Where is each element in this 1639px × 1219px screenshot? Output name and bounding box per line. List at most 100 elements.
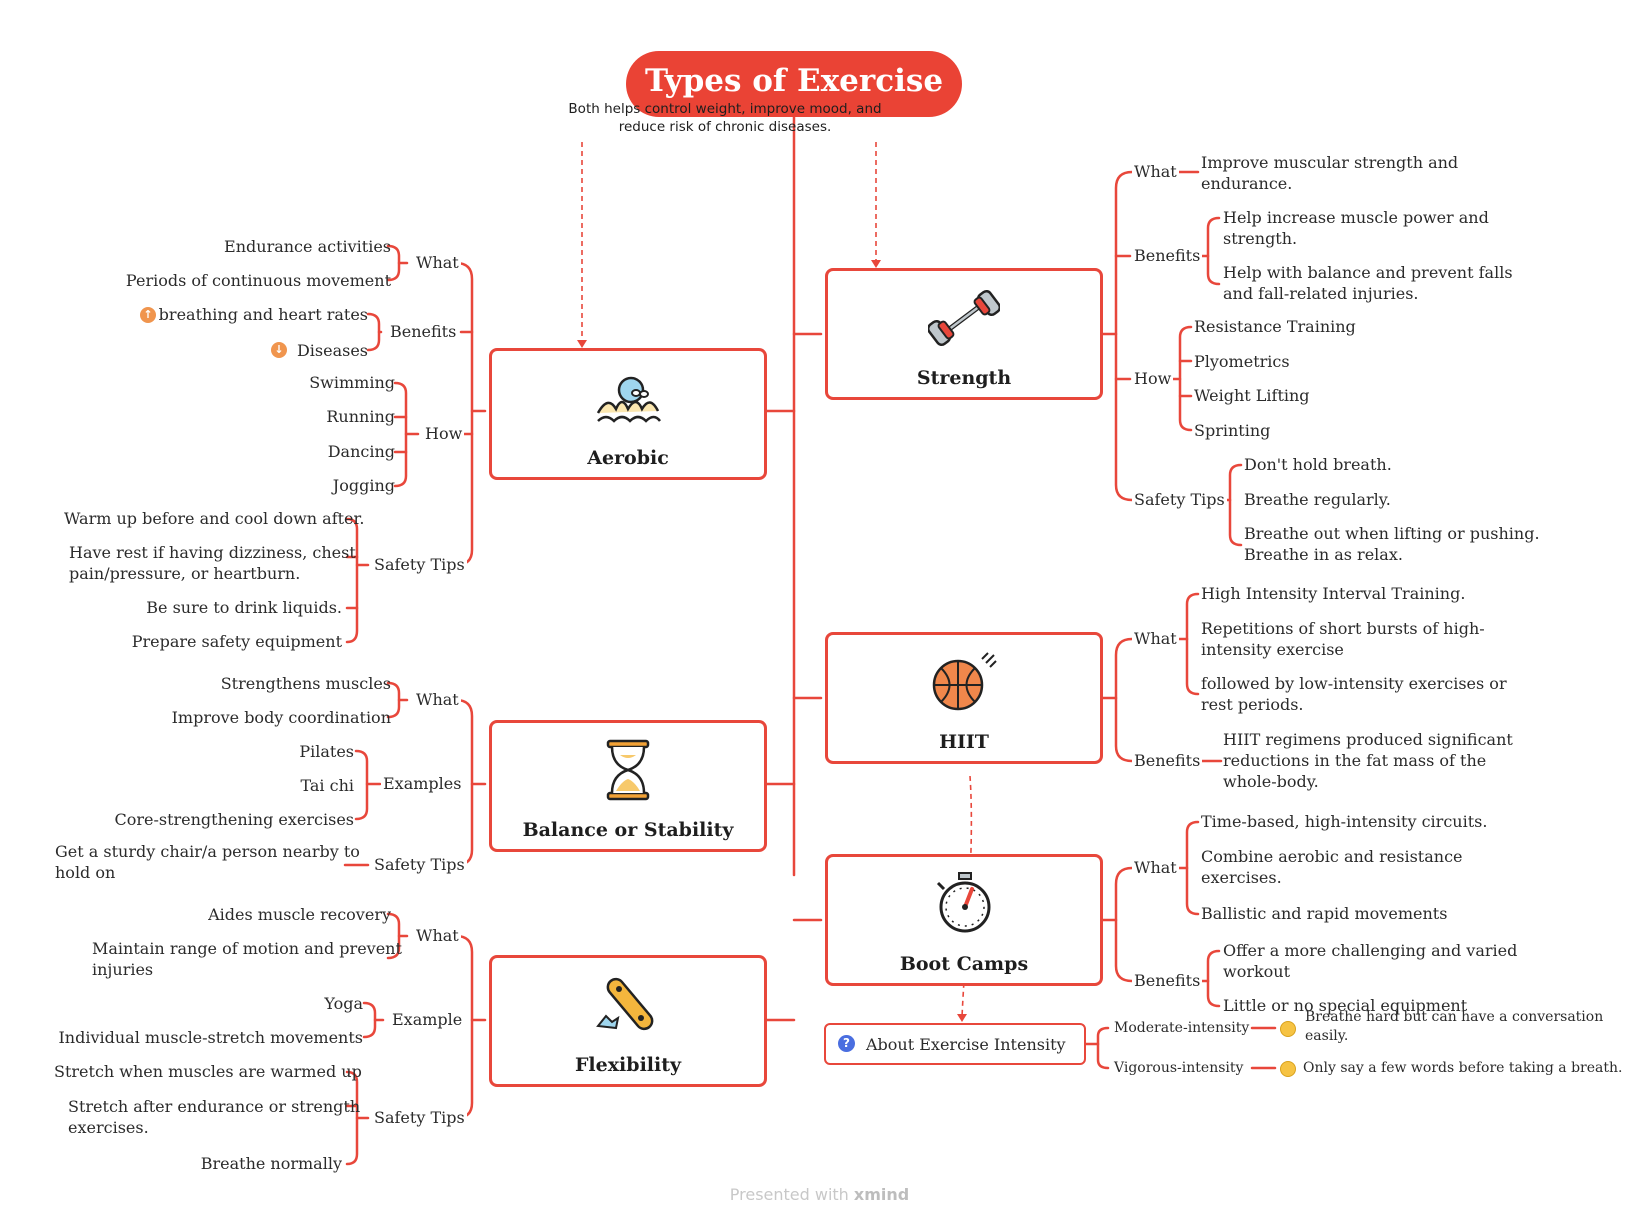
aerobic-what-item[interactable]: Endurance activities bbox=[224, 237, 391, 256]
bootcamps-what-item[interactable]: Combine aerobic and resistance bbox=[1201, 847, 1463, 866]
aerobic-safety-item[interactable]: Be sure to drink liquids. bbox=[146, 598, 342, 617]
hiit-what-label[interactable]: What bbox=[1132, 629, 1179, 649]
flexibility-what-label[interactable]: What bbox=[414, 926, 461, 946]
moderate-intensity-label[interactable]: Moderate-intensity bbox=[1114, 1020, 1250, 1036]
flexibility-safety-item[interactable]: exercises. bbox=[68, 1118, 149, 1137]
balance-what-label[interactable]: What bbox=[414, 690, 461, 710]
aerobic-benefit-item[interactable]: Diseases bbox=[296, 341, 368, 360]
strength-safety-label[interactable]: Safety Tips bbox=[1132, 490, 1227, 510]
hiit-benefit-item[interactable]: whole-body. bbox=[1223, 772, 1319, 791]
moderate-intensity-text[interactable]: easily. bbox=[1305, 1028, 1349, 1044]
topic-flexibility[interactable]: Flexibility bbox=[489, 955, 767, 1087]
balance-safety-item[interactable]: hold on bbox=[55, 863, 116, 882]
flexibility-safety-item[interactable]: Breathe normally bbox=[200, 1154, 342, 1173]
strength-safety-item[interactable]: Breathe out when lifting or pushing. bbox=[1244, 524, 1540, 543]
flexibility-what-item[interactable]: Aides muscle recovery bbox=[208, 905, 391, 924]
topic-balance[interactable]: Balance or Stability bbox=[489, 720, 767, 852]
balance-safety-label[interactable]: Safety Tips bbox=[372, 855, 467, 875]
hiit-benefit-item[interactable]: HIIT regimens produced significant bbox=[1223, 730, 1513, 749]
balance-what-item[interactable]: Strengthens muscles bbox=[220, 674, 391, 693]
swimmer-icon bbox=[596, 376, 661, 423]
aerobic-benefit-item[interactable]: breathing and heart rates bbox=[158, 305, 368, 324]
hiit-what-item[interactable]: High Intensity Interval Training. bbox=[1201, 584, 1466, 603]
aerobic-safety-label[interactable]: Safety Tips bbox=[372, 555, 467, 575]
bootcamps-what-item[interactable]: exercises. bbox=[1201, 868, 1282, 887]
strength-benefit-item[interactable]: and fall-related injuries. bbox=[1223, 284, 1419, 303]
topic-boot-camps[interactable]: Boot Camps bbox=[825, 854, 1103, 986]
strength-benefit-item[interactable]: strength. bbox=[1223, 229, 1298, 248]
strength-what-item[interactable]: Improve muscular strength and bbox=[1201, 153, 1459, 172]
flexibility-what-item[interactable]: injuries bbox=[92, 960, 154, 979]
hiit-what-item[interactable]: Repetitions of short bursts of high- bbox=[1201, 619, 1485, 638]
aerobic-safety-item[interactable]: pain/pressure, or heartburn. bbox=[69, 564, 301, 583]
aerobic-safety-item[interactable]: Prepare safety equipment bbox=[131, 632, 342, 651]
balance-example-item[interactable]: Core-strengthening exercises bbox=[114, 810, 354, 829]
root-title: Types of Exercise bbox=[644, 63, 944, 99]
balance-what-item[interactable]: Improve body coordination bbox=[171, 708, 391, 727]
aerobic-safety-item[interactable]: Have rest if having dizziness, chest bbox=[69, 543, 356, 562]
flexibility-safety-item[interactable]: Stretch after endurance or strength bbox=[68, 1097, 361, 1116]
aerobic-safety-item[interactable]: Warm up before and cool down after. bbox=[64, 509, 365, 528]
hiit-benefit-item[interactable]: reductions in the fat mass of the bbox=[1223, 751, 1487, 770]
hiit-title: HIIT bbox=[939, 731, 989, 753]
strength-benefit-item[interactable]: Help increase muscle power and bbox=[1223, 208, 1489, 227]
aerobic-benefits-label[interactable]: Benefits bbox=[388, 322, 459, 342]
aerobic-how-item[interactable]: Jogging bbox=[332, 476, 395, 495]
strength-safety-item[interactable]: Breathe regularly. bbox=[1244, 490, 1391, 509]
aerobic-what-item[interactable]: Periods of continuous movement bbox=[125, 271, 391, 290]
skateboard-icon bbox=[596, 977, 654, 1031]
bootcamps-benefit-item[interactable]: Little or no special equipment bbox=[1223, 996, 1468, 1015]
strength-safety-item[interactable]: Don't hold breath. bbox=[1244, 455, 1392, 474]
hiit-what-item[interactable]: rest periods. bbox=[1201, 695, 1304, 714]
strength-safety-item[interactable]: Breathe in as relax. bbox=[1244, 545, 1403, 564]
bootcamps-what-item[interactable]: Time-based, high-intensity circuits. bbox=[1201, 812, 1488, 831]
strength-what-item[interactable]: endurance. bbox=[1201, 174, 1293, 193]
strength-benefit-item[interactable]: Help with balance and prevent falls bbox=[1223, 263, 1513, 282]
aerobic-what-label[interactable]: What bbox=[414, 253, 461, 273]
strength-how-item[interactable]: Resistance Training bbox=[1194, 317, 1356, 336]
about-intensity-label: About Exercise Intensity bbox=[866, 1035, 1066, 1054]
balance-example-item[interactable]: Pilates bbox=[299, 742, 354, 761]
tired-emoji-icon bbox=[1280, 1061, 1296, 1077]
hiit-what-item[interactable]: followed by low-intensity exercises or bbox=[1201, 674, 1507, 693]
bootcamps-what-item[interactable]: Ballistic and rapid movements bbox=[1201, 904, 1448, 923]
relationship-label: Both helps control weight, improve mood,… bbox=[568, 101, 882, 135]
strength-title: Strength bbox=[916, 367, 1012, 389]
aerobic-how-item[interactable]: Dancing bbox=[327, 442, 395, 461]
topic-strength[interactable]: Strength bbox=[825, 268, 1103, 400]
hiit-benefits-label[interactable]: Benefits bbox=[1132, 751, 1203, 771]
bootcamps-benefit-item[interactable]: workout bbox=[1223, 962, 1291, 981]
strength-how-item[interactable]: Sprinting bbox=[1194, 421, 1271, 440]
root-topic[interactable]: Types of Exercise bbox=[626, 51, 962, 117]
hiit-what-item[interactable]: intensity exercise bbox=[1201, 640, 1344, 659]
aerobic-how-label[interactable]: How bbox=[423, 424, 465, 444]
aerobic-how-item[interactable]: Running bbox=[326, 407, 395, 426]
flexibility-safety-item[interactable]: Stretch when muscles are warmed up bbox=[54, 1062, 362, 1081]
flexibility-example-label[interactable]: Example bbox=[390, 1010, 465, 1030]
topic-hiit[interactable]: HIIT bbox=[825, 632, 1103, 764]
bootcamps-benefits-label[interactable]: Benefits bbox=[1132, 971, 1203, 991]
bootcamps-benefit-item[interactable]: Offer a more challenging and varied bbox=[1223, 941, 1518, 960]
vigorous-intensity-text[interactable]: Only say a few words before taking a bre… bbox=[1303, 1060, 1623, 1076]
about-intensity-topic[interactable]: ? About Exercise Intensity bbox=[824, 1023, 1086, 1065]
strength-how-label[interactable]: How bbox=[1132, 369, 1174, 389]
moderate-intensity-text[interactable]: Breathe hard but can have a conversation bbox=[1305, 1009, 1604, 1025]
flexibility-what-item[interactable]: Maintain range of motion and prevent bbox=[92, 939, 402, 958]
bootcamps-what-label[interactable]: What bbox=[1132, 858, 1179, 878]
strength-benefits-label[interactable]: Benefits bbox=[1132, 246, 1203, 266]
topic-aerobic[interactable]: Aerobic bbox=[489, 348, 767, 480]
flexibility-example-item[interactable]: Individual muscle-stretch movements bbox=[58, 1028, 363, 1047]
strength-how-item[interactable]: Plyometrics bbox=[1194, 352, 1290, 371]
flexibility-safety-label[interactable]: Safety Tips bbox=[372, 1108, 467, 1128]
balance-title: Balance or Stability bbox=[522, 819, 734, 841]
balance-example-item[interactable]: Tai chi bbox=[300, 776, 354, 795]
aerobic-how-item[interactable]: Swimming bbox=[309, 373, 395, 392]
balance-examples-label[interactable]: Examples bbox=[381, 774, 464, 794]
flexibility-title: Flexibility bbox=[574, 1054, 682, 1076]
strength-what-label[interactable]: What bbox=[1132, 162, 1179, 182]
flexibility-example-item[interactable]: Yoga bbox=[324, 994, 363, 1013]
balance-safety-item[interactable]: Get a sturdy chair/a person nearby to bbox=[55, 842, 360, 861]
strength-how-item[interactable]: Weight Lifting bbox=[1194, 386, 1310, 405]
vigorous-intensity-label[interactable]: Vigorous-intensity bbox=[1114, 1060, 1244, 1076]
